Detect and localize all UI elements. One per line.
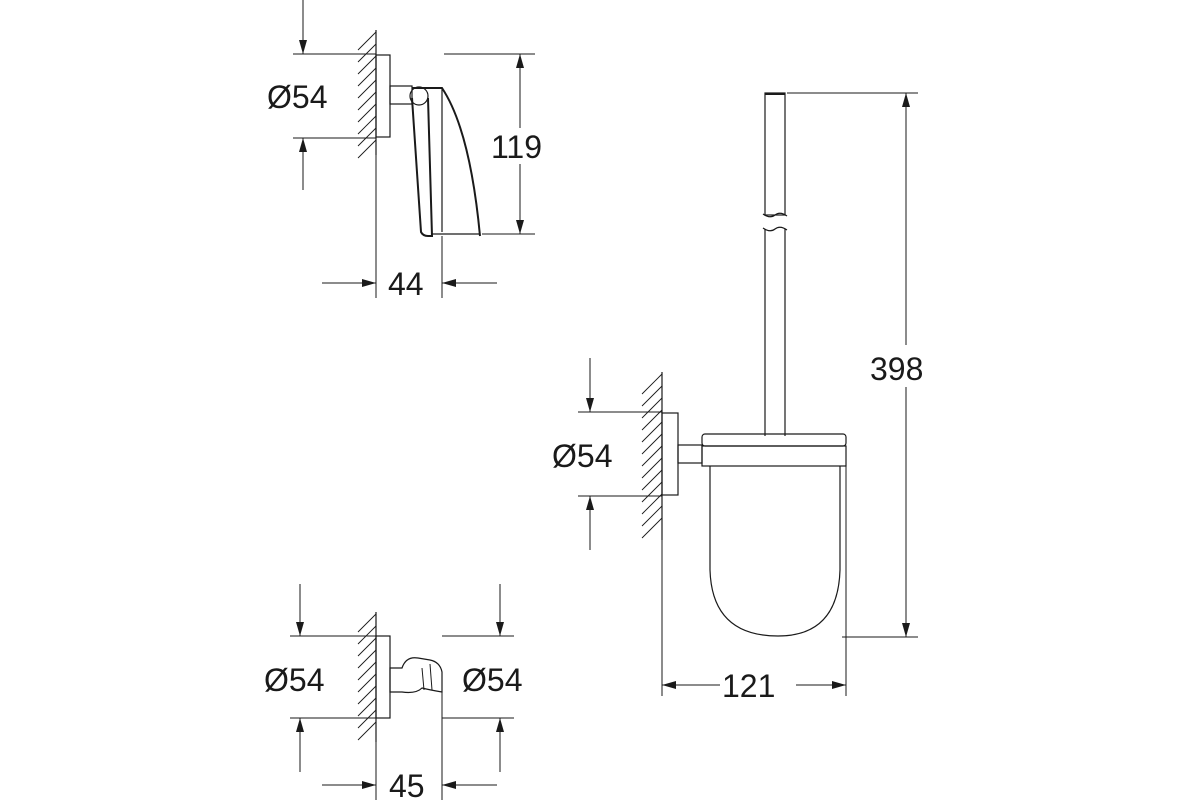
paper-holder-depth-label: 44 bbox=[388, 266, 424, 302]
brush-holder-wall-hatch bbox=[641, 373, 663, 539]
hook-view: Ø54 Ø54 45 bbox=[264, 584, 522, 800]
brush-holder-width-label: 121 bbox=[722, 668, 775, 704]
paper-holder-wall-hatch bbox=[357, 31, 377, 159]
hook-depth-label: 45 bbox=[389, 768, 425, 800]
paper-holder-rosette bbox=[375, 54, 391, 138]
brush-holder-rosette bbox=[661, 412, 679, 496]
brush-holder-height-label: 398 bbox=[870, 351, 923, 387]
hook-wall-hatch bbox=[357, 613, 377, 741]
hook-body bbox=[389, 657, 443, 694]
paper-holder-cover bbox=[412, 87, 481, 237]
brush-holder-glass bbox=[709, 466, 841, 637]
brush-holder-lid bbox=[701, 433, 847, 447]
hook-rosette bbox=[375, 635, 391, 719]
paper-holder-rod bbox=[411, 97, 434, 237]
brush-holder-view: Ø54 398 121 bbox=[552, 92, 923, 704]
paper-holder-height-label: 119 bbox=[491, 129, 542, 165]
brush-holder-diameter-label: Ø54 bbox=[552, 438, 612, 474]
brush-handle bbox=[764, 92, 786, 216]
hook-front-diameter-label: Ø54 bbox=[462, 662, 522, 698]
paper-holder-view: Ø54 119 44 bbox=[267, 0, 542, 302]
hook-wall-diameter-label: Ø54 bbox=[264, 662, 324, 698]
paper-holder-diameter-label: Ø54 bbox=[267, 79, 327, 115]
